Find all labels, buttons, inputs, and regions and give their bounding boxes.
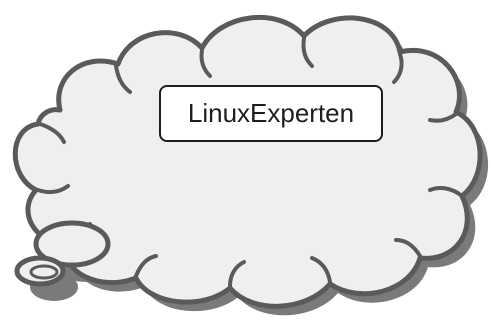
thought-bubble-tail	[14, 220, 111, 287]
label-box: LinuxExperten	[159, 85, 383, 142]
label-text: LinuxExperten	[187, 98, 355, 128]
tail-bubble-large	[33, 220, 111, 268]
